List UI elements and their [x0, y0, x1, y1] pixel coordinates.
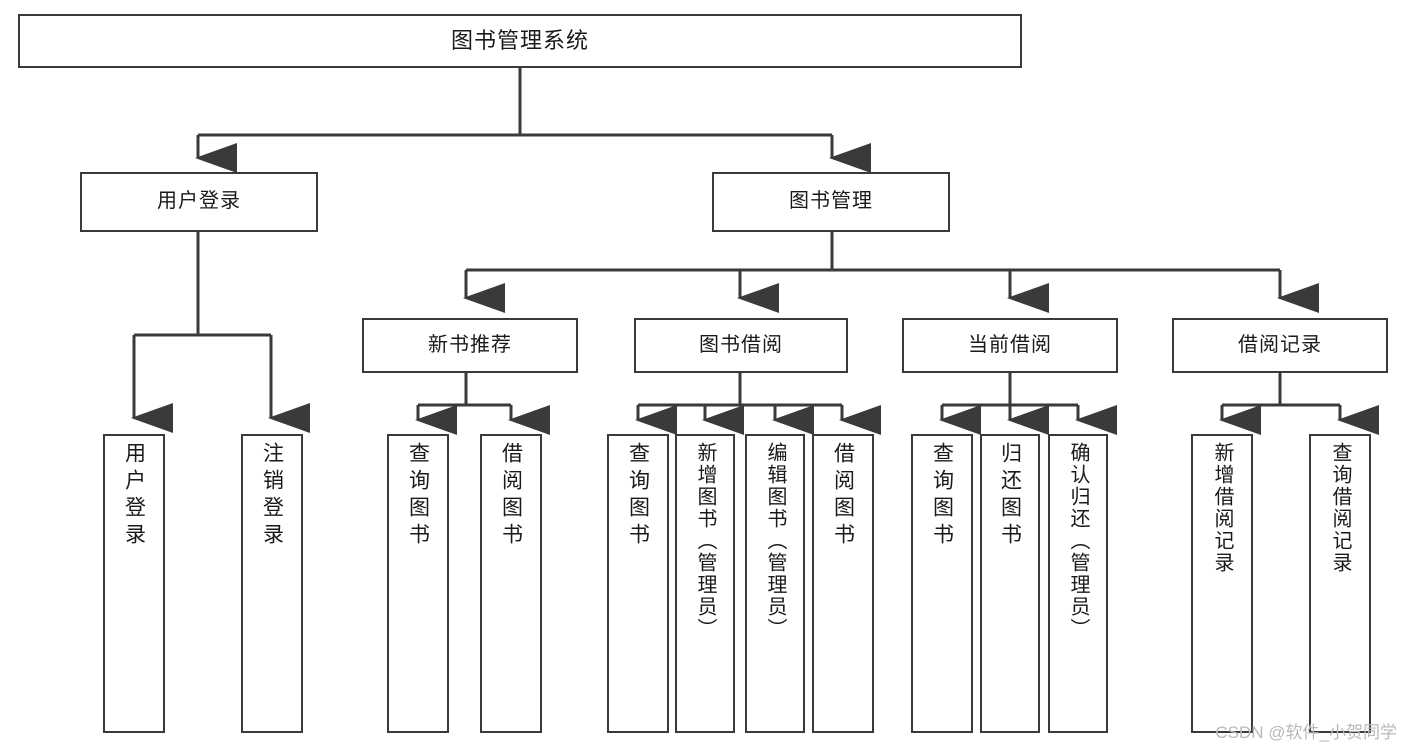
node-borrow-record[interactable]: 借阅记录	[1172, 318, 1388, 373]
node-label: 借阅图书	[831, 442, 855, 550]
leaf-query-borrow-record[interactable]: 查询借阅记录	[1309, 434, 1371, 733]
node-label: 查询图书	[406, 442, 430, 550]
leaf-logout[interactable]: 注销登录	[241, 434, 303, 733]
node-label: 借阅图书	[499, 442, 523, 550]
node-new-book-recommend[interactable]: 新书推荐	[362, 318, 578, 373]
node-label: 图书管理	[789, 190, 873, 213]
leaf-add-book-admin[interactable]: 新增图书（管理员）	[675, 434, 735, 733]
csdn-watermark: CSDN @软件_小贺同学	[1215, 723, 1397, 742]
node-label: 查询图书	[930, 442, 954, 550]
node-label: 图书管理系统	[450, 28, 589, 54]
node-book-management[interactable]: 图书管理	[712, 172, 950, 232]
node-current-borrow[interactable]: 当前借阅	[902, 318, 1118, 373]
leaf-query-book-current[interactable]: 查询图书	[911, 434, 973, 733]
leaf-borrow-book[interactable]: 借阅图书	[812, 434, 874, 733]
leaf-edit-book-admin[interactable]: 编辑图书（管理员）	[745, 434, 805, 733]
node-label: 确认归还（管理员）	[1067, 442, 1089, 640]
node-label: 当前借阅	[968, 333, 1052, 356]
node-label: 用户登录	[157, 190, 241, 213]
node-label: 新书推荐	[428, 333, 512, 356]
leaf-query-book-borrow[interactable]: 查询图书	[607, 434, 669, 733]
node-label: 归还图书	[998, 442, 1022, 550]
node-label: 注销登录	[260, 442, 284, 550]
leaf-borrow-book-new[interactable]: 借阅图书	[480, 434, 542, 733]
leaf-confirm-return-admin[interactable]: 确认归还（管理员）	[1048, 434, 1108, 733]
node-label: 用户登录	[122, 442, 146, 550]
leaf-return-book[interactable]: 归还图书	[980, 434, 1040, 733]
leaf-user-login[interactable]: 用户登录	[103, 434, 165, 733]
node-root-system[interactable]: 图书管理系统	[18, 14, 1022, 68]
node-user-login[interactable]: 用户登录	[80, 172, 318, 232]
node-label: 图书借阅	[699, 333, 783, 356]
leaf-query-book-new[interactable]: 查询图书	[387, 434, 449, 733]
node-label: 编辑图书（管理员）	[764, 442, 786, 640]
node-book-borrow[interactable]: 图书借阅	[634, 318, 848, 373]
node-label: 查询借阅记录	[1329, 442, 1351, 574]
node-label: 新增图书（管理员）	[694, 442, 716, 640]
node-label: 借阅记录	[1238, 333, 1322, 356]
leaf-add-borrow-record[interactable]: 新增借阅记录	[1191, 434, 1253, 733]
node-label: 查询图书	[626, 442, 650, 550]
node-label: 新增借阅记录	[1211, 442, 1233, 574]
